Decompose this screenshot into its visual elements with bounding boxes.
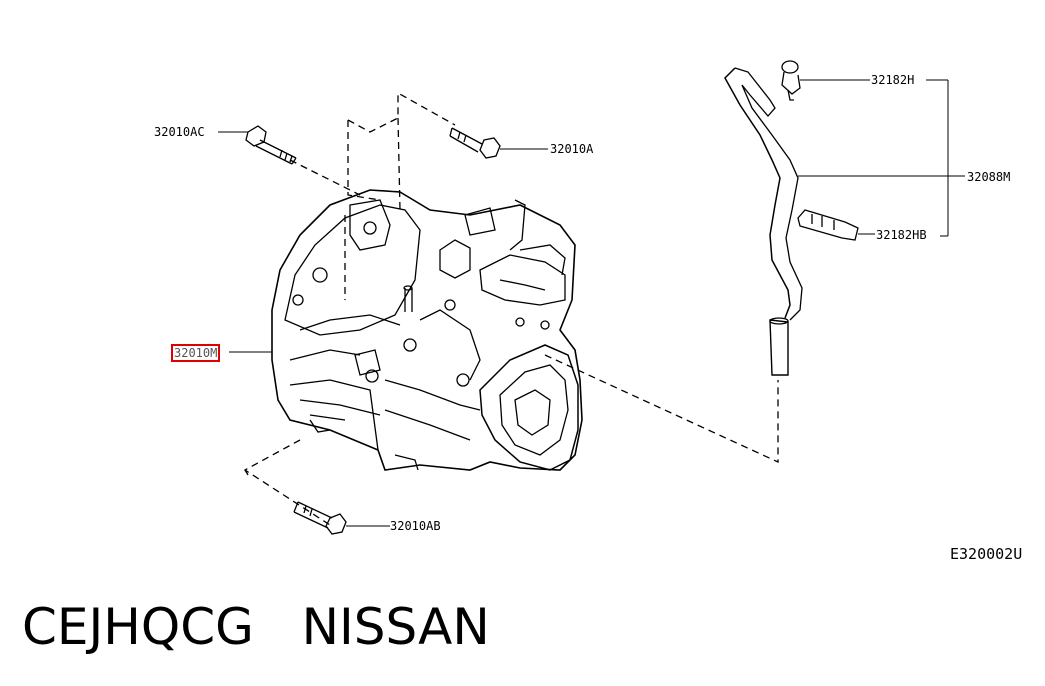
label-32010m-highlighted: 32010M — [171, 344, 221, 362]
transmission-body — [271, 189, 583, 471]
bolt-32010ac — [245, 125, 297, 165]
footer-title: CEJHQCG NISSAN — [22, 598, 490, 656]
breather-hose-32088m — [724, 67, 803, 376]
part-code: CEJHQCG — [22, 598, 254, 656]
label-32088m: 32088M — [967, 170, 1011, 184]
dashed-guides — [243, 91, 779, 526]
clip-32182hb — [797, 209, 859, 241]
bolt-32010a — [449, 127, 501, 159]
brand-name: NISSAN — [301, 598, 490, 656]
diagram-code: E320002U — [950, 545, 1023, 563]
label-32182hb: 32182HB — [876, 228, 927, 242]
label-32182h: 32182H — [871, 73, 915, 87]
label-32010ac: 32010AC — [154, 125, 205, 139]
label-32010a: 32010A — [550, 142, 594, 156]
clip-32182h — [781, 60, 801, 101]
transmission-exploded-view — [218, 60, 965, 535]
bolt-32010ab — [293, 501, 347, 535]
leader-lines — [218, 79, 965, 527]
parts-diagram: 32010AC 32010A 32010AB 32010M 32182H 320… — [154, 60, 1023, 563]
label-32010ab: 32010AB — [390, 519, 441, 533]
